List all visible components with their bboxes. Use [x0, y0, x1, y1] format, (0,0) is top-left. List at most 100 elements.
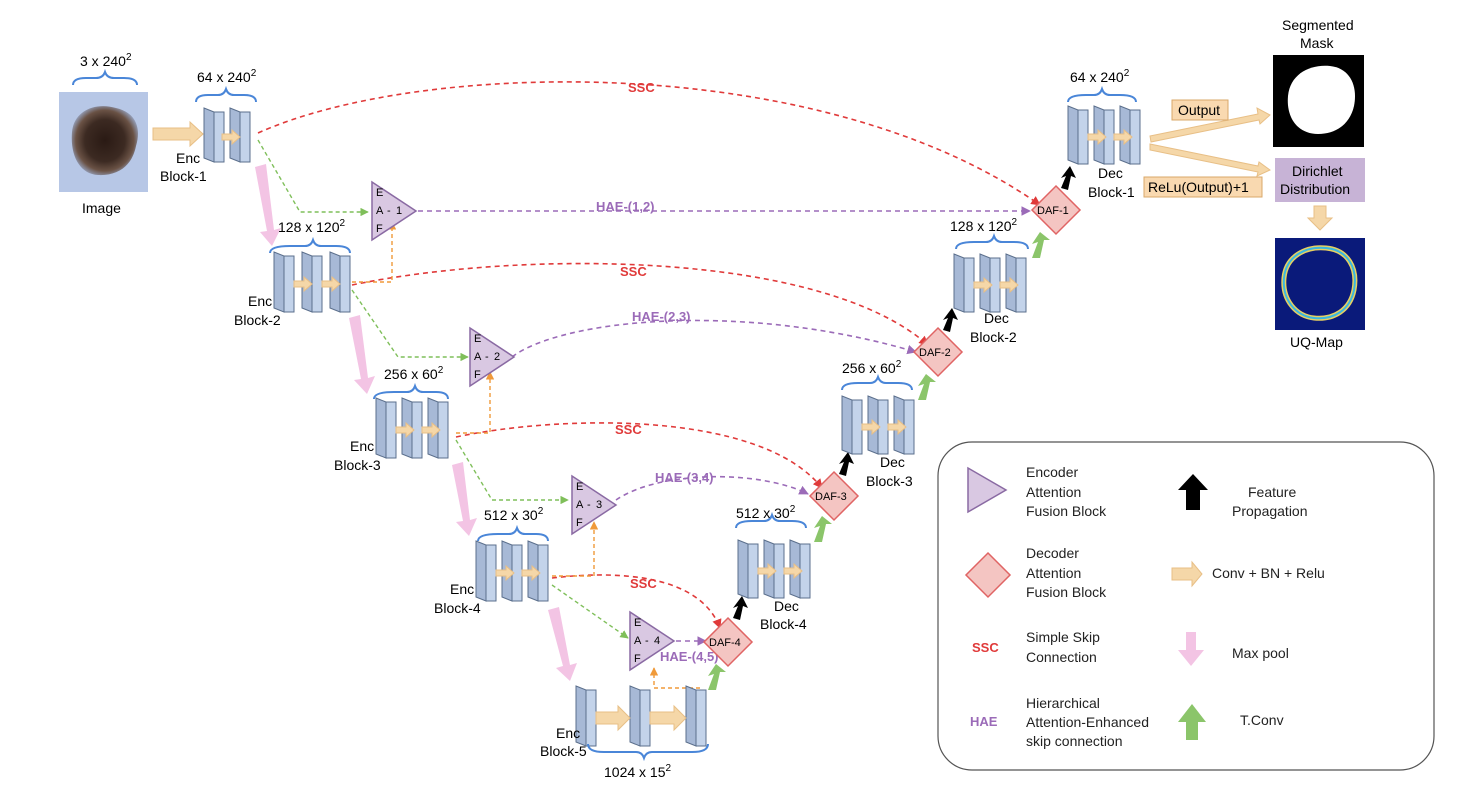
eaf1-a: A — [376, 205, 384, 217]
enc5-label-line1: Enc — [556, 725, 580, 741]
output-section: Output ReLu(Output)+1 Segmented Mask Dir… — [1143, 17, 1365, 350]
daf3-label: DAF-3 — [815, 491, 847, 503]
dirichlet-line1: Dirichlet — [1292, 163, 1343, 179]
input-dim-brace — [72, 68, 138, 86]
hae-labels: HAE-(1,2) HAE-(2,3) HAE-(3,4) HAE-(4,5) — [596, 199, 719, 664]
dirichlet-down-arrow — [1306, 205, 1334, 231]
dec4-label-line2: Block-4 — [760, 616, 807, 632]
hae-label-3: HAE-(3,4) — [655, 470, 714, 485]
hae-label-1: HAE-(1,2) — [596, 199, 655, 214]
daf1-label: DAF-1 — [1037, 205, 1069, 217]
output-tag-box — [1171, 99, 1229, 121]
decoder-block-4: 512 x 302 Dec Block-4 — [735, 504, 811, 632]
dec1-label-line2: Block-1 — [1088, 184, 1135, 200]
ssc-line-4 — [551, 574, 722, 629]
enc5-label-line2: Block-5 — [540, 743, 587, 759]
eaf3-f: F — [576, 517, 583, 529]
output-arrow — [1149, 107, 1271, 143]
eaf4-num: 4 — [654, 635, 660, 647]
legend-eaf-line2: Attention — [1026, 484, 1081, 500]
legend-feature-icon — [1178, 474, 1208, 510]
legend-hae-line2: Attention-Enhanced — [1026, 714, 1149, 730]
legend-eaf-line1: Encoder — [1026, 464, 1078, 480]
legend-tconv-icon — [1178, 704, 1206, 740]
legend: Encoder Attention Fusion Block Decoder A… — [937, 441, 1435, 771]
legend-eaf-icon — [967, 466, 1008, 514]
eaf2-f: F — [474, 369, 481, 381]
ssc-connections — [257, 81, 1041, 629]
eaf3-dash: - — [587, 499, 591, 511]
dec3-dim-brace — [841, 373, 913, 391]
input-dim-label: 3 x 2402 — [80, 52, 132, 69]
legend-conv-label: Conv + BN + Relu — [1212, 565, 1325, 581]
up-to-eaf-links — [352, 221, 700, 689]
eaf-block-1: E A - 1 F — [371, 180, 418, 242]
encoder-block-1: 64 x 2402 Enc Block-1 — [160, 68, 257, 184]
dec2-label-line1: Dec — [984, 310, 1009, 326]
eaf4-dash: - — [645, 635, 649, 647]
dec4-label-line1: Dec — [774, 598, 799, 614]
eaf3-a: A — [576, 499, 584, 511]
eaf1-e: E — [376, 187, 383, 199]
ssc-label-3: SSC — [615, 422, 642, 437]
relu-arrow — [1149, 143, 1271, 177]
hae-label-4: HAE-(4,5) — [660, 649, 719, 664]
enc3-label-line2: Block-3 — [334, 457, 381, 473]
ssc-line-3 — [455, 422, 823, 489]
hae-connections — [418, 206, 1031, 646]
enc5-dim-brace — [587, 743, 709, 762]
enc-to-eaf-links — [257, 139, 629, 639]
encoder-block-2: 128 x 1202 Enc Block-2 — [234, 218, 351, 328]
enc1-dim-brace — [195, 85, 257, 103]
encoder-block-4: 512 x 302 Enc Block-4 — [434, 506, 549, 616]
legend-daf-icon — [964, 551, 1012, 599]
legend-conv-icon — [1171, 560, 1203, 588]
daf2-label: DAF-2 — [919, 347, 951, 359]
legend-maxpool-icon — [1178, 632, 1204, 666]
enc4-label-line2: Block-4 — [434, 600, 481, 616]
legend-hae-line1: Hierarchical — [1026, 695, 1100, 711]
ssc-label-4: SSC — [630, 576, 657, 591]
enc5-dim-label: 1024 x 152 — [604, 763, 672, 780]
dec3-dim-label: 256 x 602 — [842, 359, 902, 376]
legend-daf-line1: Decoder — [1026, 545, 1079, 561]
legend-feature-line2: Propagation — [1232, 503, 1308, 519]
eaf2-dash: - — [485, 351, 489, 363]
dirichlet-line2: Distribution — [1280, 181, 1350, 197]
enc3-label-line1: Enc — [350, 438, 374, 454]
dec4-dim-brace — [735, 511, 807, 529]
eaf4-f: F — [634, 653, 641, 665]
feature-propagation-arrows — [733, 166, 1076, 620]
decoder-block-1: 64 x 2402 Dec Block-1 — [1067, 68, 1141, 200]
daf-block-3: DAF-3 — [808, 470, 860, 522]
eaf-block-3: E A - 3 F — [571, 474, 618, 536]
dec4-dim-label: 512 x 302 — [736, 504, 796, 521]
enc2-label-line1: Enc — [248, 293, 272, 309]
input-conv-arrow — [152, 120, 204, 148]
dirichlet-box — [1275, 158, 1365, 202]
tconv-arrows — [708, 232, 1050, 690]
legend-eaf-line3: Fusion Block — [1026, 503, 1107, 519]
maxpool-arrows — [255, 164, 577, 681]
enc2-dim-brace — [269, 236, 351, 254]
input-caption: Image — [82, 200, 121, 216]
eaf4-e: E — [634, 617, 641, 629]
dec1-dim-label: 64 x 2402 — [1070, 68, 1130, 85]
daf-block-2: DAF-2 — [912, 326, 964, 378]
eaf3-num: 3 — [596, 499, 602, 511]
legend-hae-line3: skip connection — [1026, 733, 1123, 749]
mask-shape — [1287, 65, 1355, 134]
legend-daf-line3: Fusion Block — [1026, 584, 1107, 600]
ssc-label-1: SSC — [628, 80, 655, 95]
legend-ssc-key: SSC — [972, 640, 999, 655]
lesion-blob — [71, 106, 138, 176]
daf-block-4: DAF-4 — [702, 616, 754, 668]
eaf2-num: 2 — [494, 351, 500, 363]
relu-tag: ReLu(Output)+1 — [1148, 179, 1249, 195]
legend-maxpool-label: Max pool — [1232, 645, 1289, 661]
dec2-dim-brace — [955, 232, 1029, 250]
enc1-dim-label: 64 x 2402 — [197, 68, 257, 85]
legend-feature-line1: Feature — [1248, 484, 1296, 500]
enc3-dim-brace — [373, 382, 449, 400]
dec1-label-line1: Dec — [1098, 165, 1123, 181]
